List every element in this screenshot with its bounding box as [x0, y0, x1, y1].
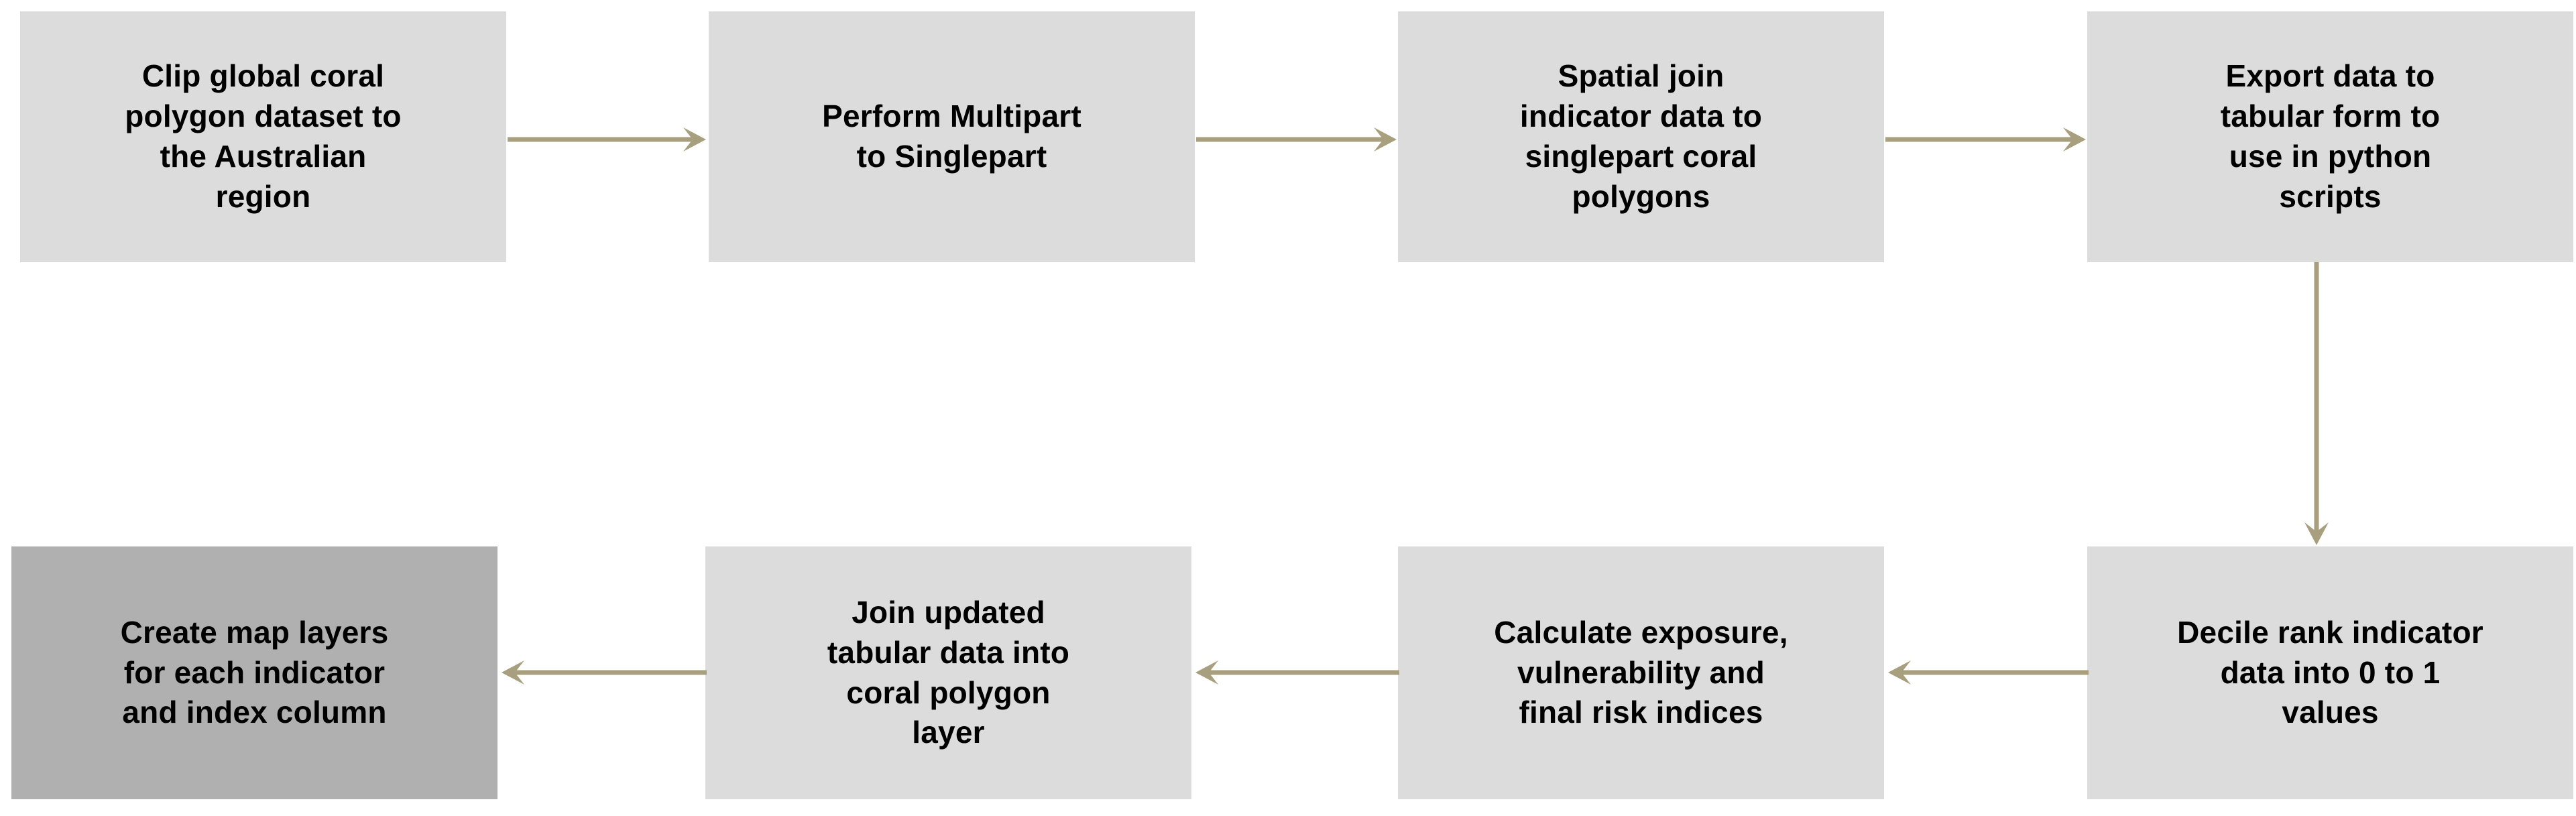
flow-arrow-clip-to-multipart — [508, 126, 709, 153]
flow-node-multipart-to-singlepart[interactable]: Perform Multipart to Singlepart — [709, 11, 1195, 262]
flow-arrow-export-to-decile — [2303, 262, 2330, 548]
flow-node-create-map-layers[interactable]: Create map layers for each indicator and… — [11, 546, 497, 799]
flow-node-label: Create map layers for each indicator and… — [120, 614, 389, 730]
flow-node-label: Export data to tabular form to use in py… — [2220, 58, 2441, 214]
flow-node-label: Decile rank indicator data into 0 to 1 v… — [2177, 614, 2483, 730]
flow-node-clip-global-coral[interactable]: Clip global coral polygon dataset to the… — [20, 11, 506, 262]
flow-arrow-decile-to-calculate — [1885, 659, 2089, 686]
flow-node-spatial-join[interactable]: Spatial join indicator data to singlepar… — [1398, 11, 1884, 262]
flow-node-decile-rank[interactable]: Decile rank indicator data into 0 to 1 v… — [2087, 546, 2573, 799]
flow-node-export-tabular[interactable]: Export data to tabular form to use in py… — [2087, 11, 2573, 262]
flow-node-label: Perform Multipart to Singlepart — [822, 99, 1081, 174]
flow-arrow-join-to-createmap — [499, 659, 707, 686]
flow-node-label: Clip global coral polygon dataset to the… — [125, 58, 402, 214]
flow-node-join-tabular[interactable]: Join updated tabular data into coral pol… — [705, 546, 1191, 799]
flow-node-label: Spatial join indicator data to singlepar… — [1519, 58, 1763, 214]
flow-arrow-spatialjoin-to-export — [1885, 126, 2089, 153]
flow-arrow-calculate-to-join — [1193, 659, 1399, 686]
flow-node-label: Calculate exposure, vulnerability and fi… — [1494, 614, 1788, 730]
flow-node-calculate-indices[interactable]: Calculate exposure, vulnerability and fi… — [1398, 546, 1884, 799]
flow-arrow-multipart-to-spatialjoin — [1196, 126, 1399, 153]
flow-node-label: Join updated tabular data into coral pol… — [827, 594, 1070, 750]
